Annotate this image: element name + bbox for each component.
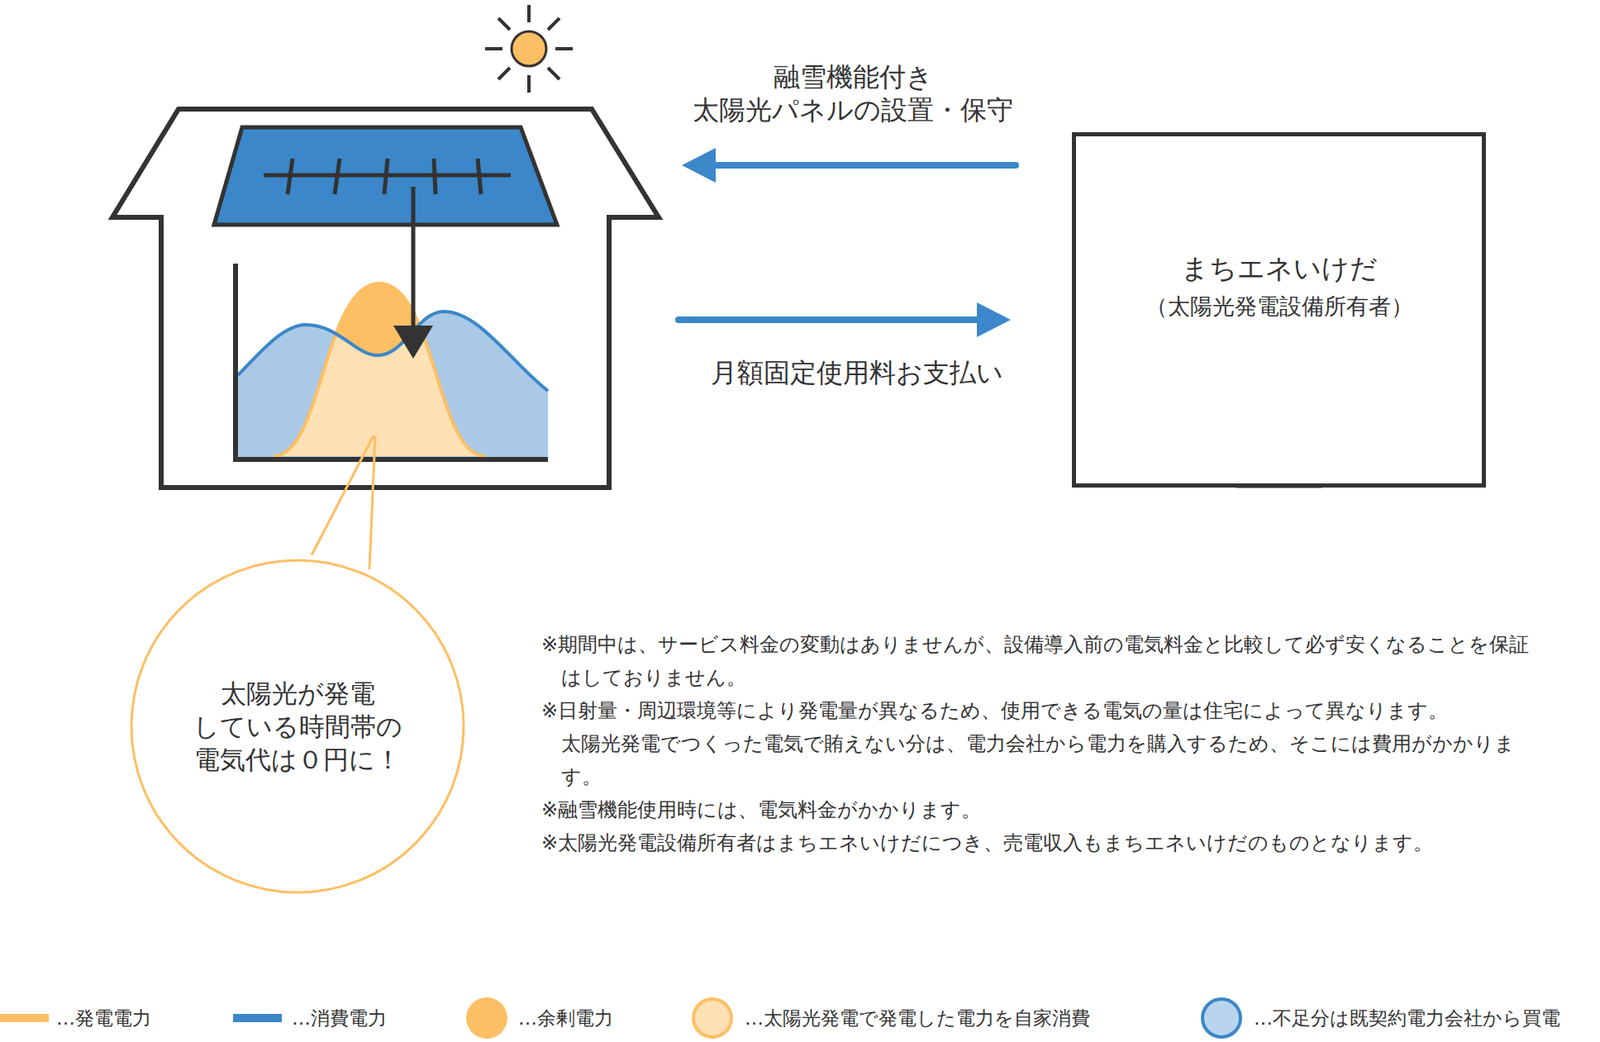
- bubble-tail: [311, 435, 376, 570]
- bubble-inner: 太陽光が発電 している時間帯の 電気代は０円に！: [128, 557, 467, 896]
- owner-role: （太陽光発電設備所有者）: [1076, 293, 1482, 320]
- legend-swatch: [1200, 997, 1243, 1039]
- legend-text: …太陽光発電で発電した電力を自家消費: [744, 1004, 1091, 1032]
- service-arrow: [681, 147, 1016, 183]
- legend-line-sample: [0, 1014, 49, 1023]
- speech-bubble: 太陽光が発電 している時間帯の 電気代は０円に！: [128, 557, 467, 896]
- note-text: 太陽光発電でつくった電気で賄えない分は、電力会社から電力を購入するため、そこには…: [541, 727, 1534, 794]
- notes-block: ※期間中は、サービス料金の変動はありませんが、設備導入前の電気料金と比較して必ず…: [541, 628, 1534, 860]
- solar-panel: [214, 127, 558, 225]
- bubble-text: 太陽光が発電 している時間帯の 電気代は０円に！: [181, 676, 414, 777]
- note-text: ※期間中は、サービス料金の変動はありませんが、設備導入前の電気料金と比較して必ず…: [541, 628, 1534, 695]
- sun-icon: [485, 4, 573, 93]
- note-text: ※太陽光発電設備所有者はまちエネいけだにつき、売電収入もまちエネいけだのものとな…: [541, 826, 1534, 860]
- legend-swatch: [466, 997, 508, 1039]
- payment-arrow: [678, 302, 1011, 338]
- legend-text: …余剰電力: [518, 1004, 614, 1032]
- legend-text: …消費電力: [291, 1004, 387, 1032]
- owner-box: まちエネいけだ （太陽光発電設備所有者）: [1071, 132, 1486, 488]
- house-outline: [112, 109, 659, 488]
- power-arrow: [393, 186, 434, 359]
- legend-text: …発電電力: [56, 1004, 152, 1032]
- note-text: ※融雪機能使用時には、電気料金がかかります。: [541, 793, 1534, 827]
- service-label: 融雪機能付き 太陽光パネルの設置・保守: [671, 60, 1035, 127]
- legend-line-sample: [233, 1014, 282, 1023]
- legend-swatch: [691, 997, 734, 1039]
- note-text: ※日射量・周辺環境等により発電量が異なるため、使用できる電気の量は住宅によって異…: [541, 694, 1534, 728]
- owner-name: まちエネいけだ: [1076, 252, 1482, 286]
- payment-label: 月額固定使用料お支払い: [675, 356, 1039, 390]
- power-chart: [235, 263, 548, 460]
- legend-text: …不足分は既契約電力会社から買電: [1253, 1004, 1561, 1032]
